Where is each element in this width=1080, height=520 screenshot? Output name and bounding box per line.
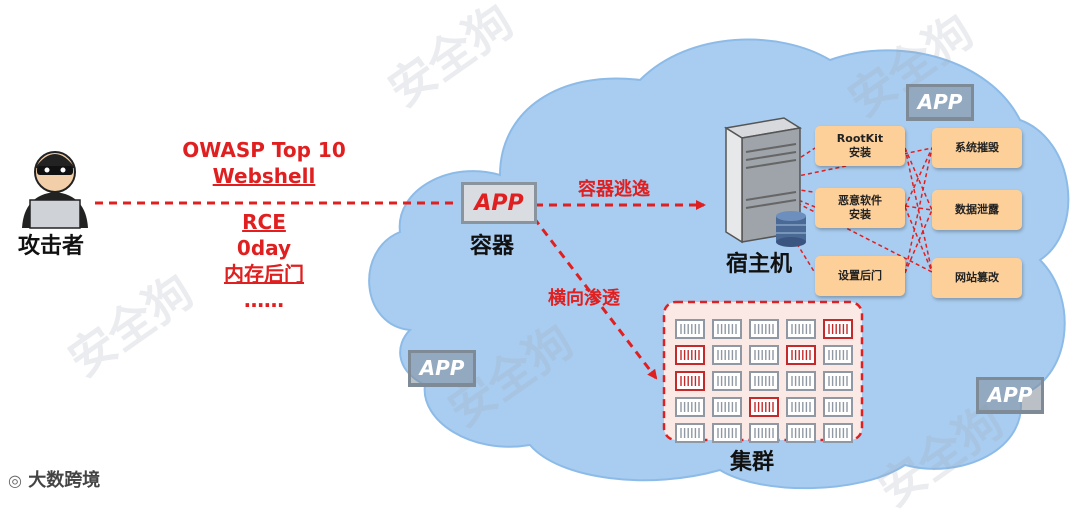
- shipping-container-icon: [749, 345, 779, 365]
- lateral-arrow: [532, 217, 658, 380]
- shipping-container-icon: [749, 319, 779, 339]
- lateral-label: 横向渗透: [548, 288, 620, 309]
- shipping-container-icon: [823, 423, 853, 443]
- diagram-canvas: 安全狗 安全狗 安全狗 安全狗 安全狗 攻击者 OWASP Top 10 Web…: [8, 0, 1070, 517]
- footer-logo: ◎ 大数跨境: [8, 466, 100, 492]
- cluster-label: 集群: [730, 450, 775, 475]
- shipping-container-icon: [675, 397, 705, 417]
- shipping-container-icon: [786, 319, 816, 339]
- shipping-container-icon: [786, 397, 816, 417]
- cluster-container-grid: [675, 319, 853, 443]
- impact-leak: 数据泄露: [932, 190, 1022, 230]
- vector-memory-backdoor-text: 内存后门: [224, 262, 304, 286]
- vector-ellipsis: ……: [244, 288, 284, 312]
- footer-text: 大数跨境: [28, 470, 101, 491]
- vector-webshell: Webshell: [164, 163, 364, 189]
- app-badge: APP: [976, 377, 1044, 414]
- action-backdoor: 设置后门: [815, 256, 905, 296]
- shipping-container-icon: [749, 423, 779, 443]
- app-badge: APP: [906, 84, 974, 121]
- shipping-container-icon: [786, 371, 816, 391]
- shipping-container-icon: [712, 397, 742, 417]
- compromised-container-icon: [749, 397, 779, 417]
- action-malware: 恶意软件 安装: [815, 188, 905, 228]
- shipping-container-icon: [712, 345, 742, 365]
- shipping-container-icon: [749, 371, 779, 391]
- action-rootkit: RootKit 安装: [815, 126, 905, 166]
- shipping-container-icon: [823, 345, 853, 365]
- vector-owasp: OWASP Top 10: [182, 138, 346, 162]
- shipping-container-icon: [712, 319, 742, 339]
- app-badge: APP: [408, 350, 476, 387]
- shipping-container-icon: [712, 423, 742, 443]
- escape-label: 容器逃逸: [578, 179, 650, 200]
- shipping-container-icon: [823, 371, 853, 391]
- database-icon: [776, 211, 806, 247]
- vector-rce: RCE: [164, 209, 364, 235]
- shipping-container-icon: [675, 423, 705, 443]
- compromised-container-icon: [675, 345, 705, 365]
- container-label: 容器: [470, 234, 515, 259]
- shipping-container-icon: [712, 371, 742, 391]
- compromised-container-icon: [823, 319, 853, 339]
- host-label: 宿主机: [726, 252, 793, 277]
- impact-destroy: 系统摧毁: [932, 128, 1022, 168]
- logo-icon: ◎: [8, 471, 22, 490]
- impact-tamper: 网站篡改: [932, 258, 1022, 298]
- vector-rce-text: RCE: [242, 210, 286, 234]
- attacker-label: 攻击者: [18, 234, 85, 259]
- hacker-icon: [22, 151, 88, 229]
- vector-memory-backdoor: 内存后门: [164, 261, 364, 287]
- shipping-container-icon: [675, 319, 705, 339]
- vector-webshell-text: Webshell: [212, 164, 316, 188]
- compromised-container-icon: [786, 345, 816, 365]
- compromised-container-icon: [675, 371, 705, 391]
- shipping-container-icon: [823, 397, 853, 417]
- container-app-badge: APP: [461, 182, 537, 224]
- shipping-container-icon: [786, 423, 816, 443]
- vector-0day: 0day: [236, 236, 292, 260]
